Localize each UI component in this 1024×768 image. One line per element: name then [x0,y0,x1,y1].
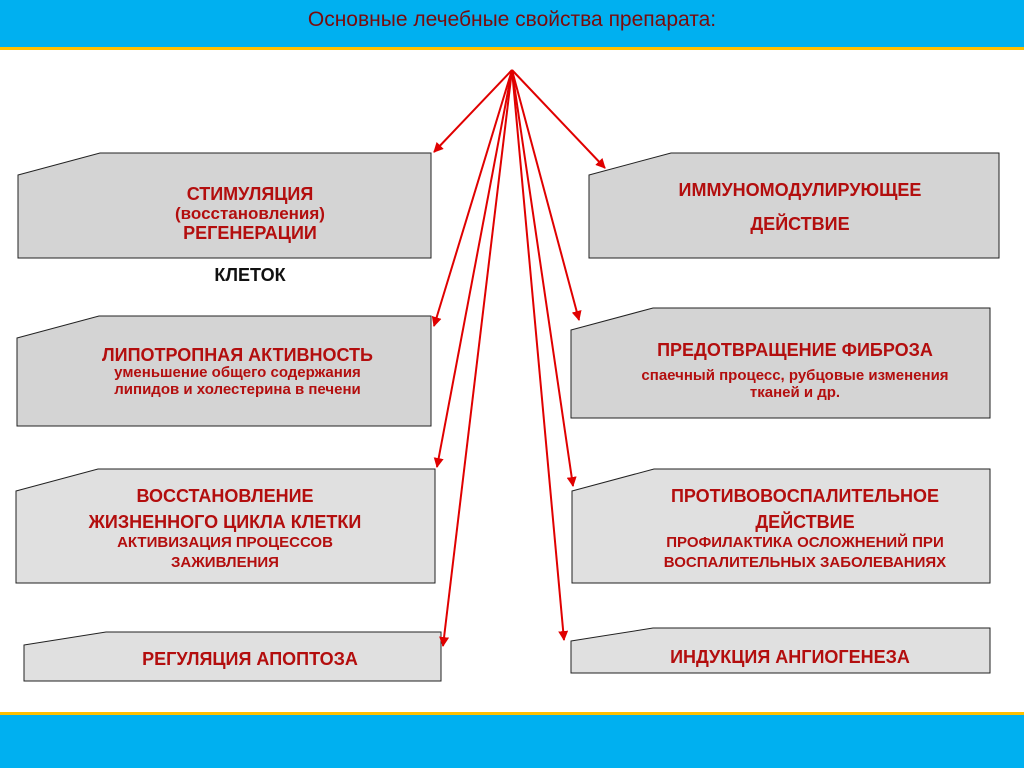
arrow-lipotropic [431,69,513,327]
label-stimulation: СТИМУЛЯЦИЯ (восстановления) РЕГЕНЕРАЦИИ [120,184,380,243]
immuno-line2: ДЕЙСТВИЕ [750,214,850,235]
antiinflammatory-sub1: ПРОФИЛАКТИКА ОСЛОЖНЕНИЙ ПРИ [666,534,944,552]
arrow-fibrosis [511,69,582,321]
stimulation-line3: РЕГЕНЕРАЦИИ [183,223,317,244]
lifecycle-sub1: АКТИВИЗАЦИЯ ПРОЦЕССОВ [117,534,333,552]
arrows [431,69,606,647]
lifecycle-sub2: ЗАЖИВЛЕНИЯ [171,554,279,572]
fibrosis-sub2: тканей и др. [749,383,841,401]
box-immuno [588,152,1000,259]
fibrosis-title: ПРЕДОТВРАЩЕНИЕ ФИБРОЗА [657,340,933,360]
lifecycle-line1: ВОССТАНОВЛЕНИЕ [136,486,314,506]
header-bar [0,0,1024,50]
label-stimulation-below: КЛЕТОК [180,265,320,285]
arrow-angiogenesis [511,69,569,641]
antiinflammatory-line1: ПРОТИВОВОСПАЛИТЕЛЬНОЕ [670,486,940,506]
arrow-lifecycle [433,69,513,468]
fibrosis-sub1: спаечный процесс, рубцовые изменения [641,367,949,385]
label-apoptosis: РЕГУЛЯЦИЯ АПОПТОЗА [70,649,430,669]
footer-bar [0,712,1024,768]
box-fibrosis [570,307,991,419]
stimulation-line2: (восстановления) [175,204,325,224]
stimulation-line1: СТИМУЛЯЦИЯ [186,184,314,204]
arrow-stimulation [433,69,513,153]
lipotropic-sub2: липидов и холестерина в печени [114,380,361,398]
label-fibrosis: ПРЕДОТВРАЩЕНИЕ ФИБРОЗА спаечный процесс,… [590,340,1000,402]
label-immuno: ИММУНОМОДУЛИРУЮЩЕЕ ДЕЙСТВИЕ [640,180,960,234]
arrow-antiinflammatory [511,69,577,487]
box-apoptosis [23,631,442,682]
arrow-apoptosis [439,69,513,647]
angiogenesis-title: ИНДУКЦИЯ АНГИОГЕНЕЗА [670,647,910,667]
page-title: Основные лечебные свойства препарата: [307,8,717,31]
lipotropic-title: ЛИПОТРОПНАЯ АКТИВНОСТЬ [102,345,373,365]
antiinflammatory-sub2: ВОСПАЛИТЕЛЬНЫХ ЗАБОЛЕВАНИЯХ [663,554,947,572]
apoptosis-title: РЕГУЛЯЦИЯ АПОПТОЗА [142,649,358,669]
label-lifecycle: ВОССТАНОВЛЕНИЕ ЖИЗНЕННОГО ЦИКЛА КЛЕТКИ А… [30,486,420,572]
label-angiogenesis: ИНДУКЦИЯ АНГИОГЕНЕЗА [610,647,970,667]
box-stimulation [17,152,432,259]
lifecycle-line2: ЖИЗНЕННОГО ЦИКЛА КЛЕТКИ [88,512,362,533]
box-lifecycle [15,468,436,584]
box-lipotropic [16,315,432,427]
box-antiinflammatory [571,468,991,584]
stimulation-below: КЛЕТОК [214,265,286,285]
label-lipotropic: ЛИПОТРОПНАЯ АКТИВНОСТЬ уменьшение общего… [50,345,425,399]
antiinflammatory-line2: ДЕЙСТВИЕ [755,512,855,533]
lipotropic-sub1: уменьшение общего содержания [114,364,361,382]
box-angiogenesis [570,627,991,674]
immuno-line1: ИММУНОМОДУЛИРУЮЩЕЕ [678,180,922,200]
arrow-immuno [511,69,606,169]
label-antiinflammatory: ПРОТИВОВОСПАЛИТЕЛЬНОЕ ДЕЙСТВИЕ ПРОФИЛАКТ… [595,486,1015,572]
